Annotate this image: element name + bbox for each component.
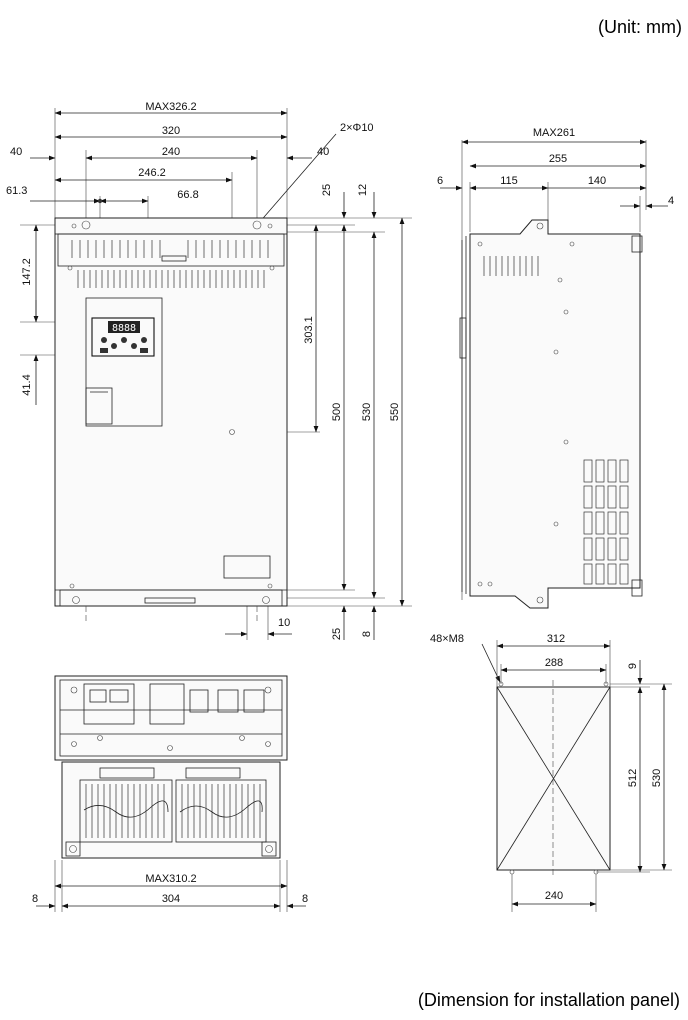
panel-cutout-view: 48×M8 312 288 240 512 530 9 xyxy=(430,633,672,912)
front-h550: 550 xyxy=(389,403,401,421)
side-d6: 6 xyxy=(437,175,443,187)
front-h500: 500 xyxy=(331,403,343,421)
side-d4: 4 xyxy=(668,195,674,207)
front-left-61: 61.3 xyxy=(6,185,27,197)
bottom-left8: 8 xyxy=(32,893,38,905)
bottom-view: MAX310.2 304 8 8 xyxy=(32,675,308,912)
panel-w288: 288 xyxy=(545,657,563,669)
front-bot8: 8 xyxy=(361,631,373,637)
front-offset-246: 246.2 xyxy=(138,167,166,179)
front-h530: 530 xyxy=(361,403,373,421)
front-h41: 41.4 xyxy=(21,374,33,395)
panel-w240: 240 xyxy=(545,890,563,902)
front-holes: 2×Φ10 xyxy=(340,122,374,134)
unit-label: (Unit: mm) xyxy=(598,17,682,37)
side-view: MAX261 255 115 140 6 4 xyxy=(437,127,674,609)
panel-h512: 512 xyxy=(627,769,639,787)
panel-screws: 48×M8 xyxy=(430,633,464,645)
front-max-width: MAX326.2 xyxy=(145,101,196,113)
caption: (Dimension for installation panel) xyxy=(418,990,680,1010)
side-d115: 115 xyxy=(500,175,518,187)
bottom-width: 304 xyxy=(162,893,180,905)
front-bot25: 25 xyxy=(331,628,343,640)
bottom-right8: 8 xyxy=(302,893,308,905)
front-h147: 147.2 xyxy=(21,258,33,286)
side-d140: 140 xyxy=(588,175,606,187)
keypad-display: 8888 xyxy=(112,323,136,334)
panel-h9: 9 xyxy=(627,663,639,669)
panel-h530: 530 xyxy=(651,769,663,787)
front-offset-66: 66.8 xyxy=(177,189,198,201)
front-side-40-left: 40 xyxy=(10,146,22,158)
keypad: 8888 xyxy=(91,317,155,357)
front-bot10: 10 xyxy=(278,617,290,629)
side-max-depth: MAX261 xyxy=(533,127,575,139)
front-side-40-right: 40 xyxy=(317,146,329,158)
side-depth: 255 xyxy=(549,153,567,165)
front-view: MAX326.2 320 240 40 40 246.2 66.8 61.3 2… xyxy=(6,101,412,640)
front-mount-pitch: 240 xyxy=(162,146,180,158)
bottom-max-width: MAX310.2 xyxy=(145,873,196,885)
front-h303: 303.1 xyxy=(303,316,315,344)
front-top25: 25 xyxy=(321,184,333,196)
front-width: 320 xyxy=(162,125,180,137)
panel-w312: 312 xyxy=(547,633,565,645)
front-top12: 12 xyxy=(357,184,369,196)
